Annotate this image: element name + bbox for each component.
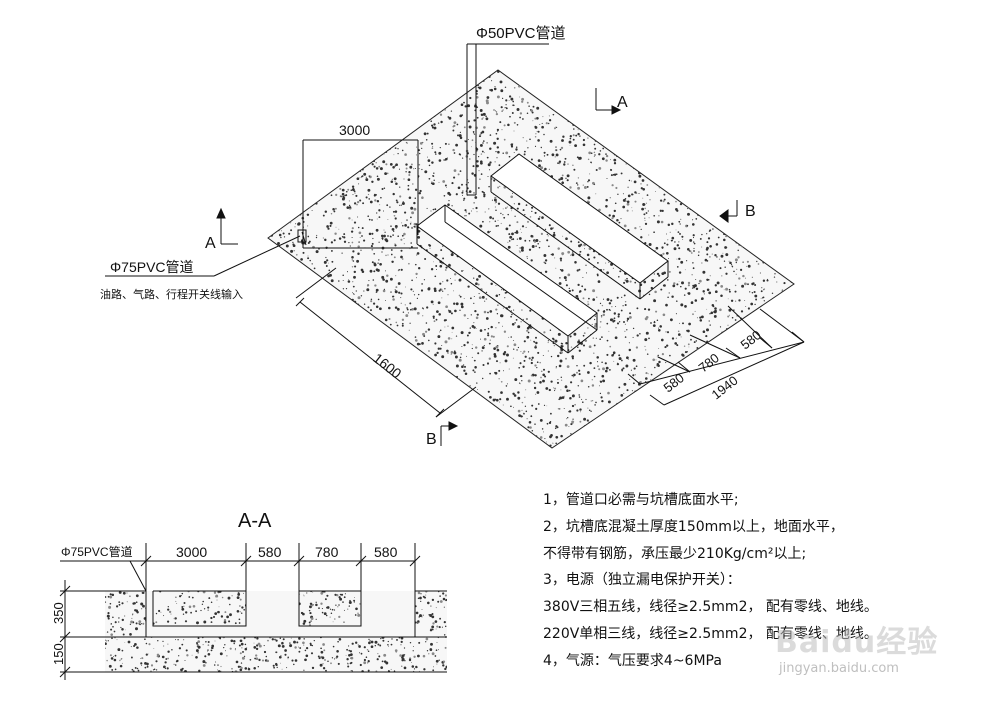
note-line-5: 380V三相五线，线径≥2.5mm2， 配有零线、地线。 bbox=[543, 599, 878, 616]
section-marker-a-top: A bbox=[595, 88, 628, 115]
section-view bbox=[59, 543, 447, 680]
note-line-6: 220V单相三线，线径≥2.5mm2， 配有零线、地线。 bbox=[543, 625, 878, 642]
pipe75-callout: Φ75PVC管道 油路、气路、行程开关线输入 bbox=[100, 235, 301, 301]
section-height-150: 150 bbox=[51, 643, 66, 665]
pipe50-callout: Φ50PVC管道 bbox=[476, 25, 566, 42]
section-marker-b-bottom: B bbox=[426, 421, 459, 448]
dimension-580-a: 580 bbox=[661, 370, 687, 395]
dimension-3000: 3000 bbox=[339, 122, 370, 138]
note-line-4: 3，电源（独立漏电保护开关）： bbox=[543, 572, 741, 589]
section-dim-780: 780 bbox=[315, 544, 339, 560]
note-line-3: 不得带有钢筋，承压最少210Kg/cm²以上; bbox=[543, 545, 807, 562]
section-dim-580-b: 580 bbox=[374, 544, 398, 560]
pit-front bbox=[416, 204, 598, 354]
installation-notes: 1，管道口必需与坑槽底面水平; 2，坑槽底混凝土厚度150mm以上，地面水平， … bbox=[543, 487, 973, 675]
section-marker-a-left: A bbox=[205, 207, 238, 252]
note-line-2: 2，坑槽底混凝土厚度150mm以上，地面水平， bbox=[543, 518, 844, 535]
dimension-580-b: 580 bbox=[738, 327, 764, 352]
section-title: A-A bbox=[238, 510, 272, 532]
note-line-7: 4，气源：气压要求4~6MPa bbox=[543, 652, 722, 669]
section-pipe-label: Φ75PVC管道 bbox=[61, 544, 133, 559]
pipe-routing bbox=[297, 43, 549, 249]
section-dim-580-a: 580 bbox=[258, 544, 282, 560]
dimension-1940: 1940 bbox=[709, 373, 741, 403]
section-dim-3000: 3000 bbox=[176, 544, 207, 560]
dimension-780: 780 bbox=[696, 350, 722, 375]
section-marker-b-right: B bbox=[719, 200, 756, 223]
dimension-widths bbox=[627, 305, 805, 406]
pit-back bbox=[490, 153, 669, 300]
note-line-1: 1，管道口必需与坑槽底面水平; bbox=[543, 492, 739, 508]
section-height-350: 350 bbox=[51, 602, 66, 624]
